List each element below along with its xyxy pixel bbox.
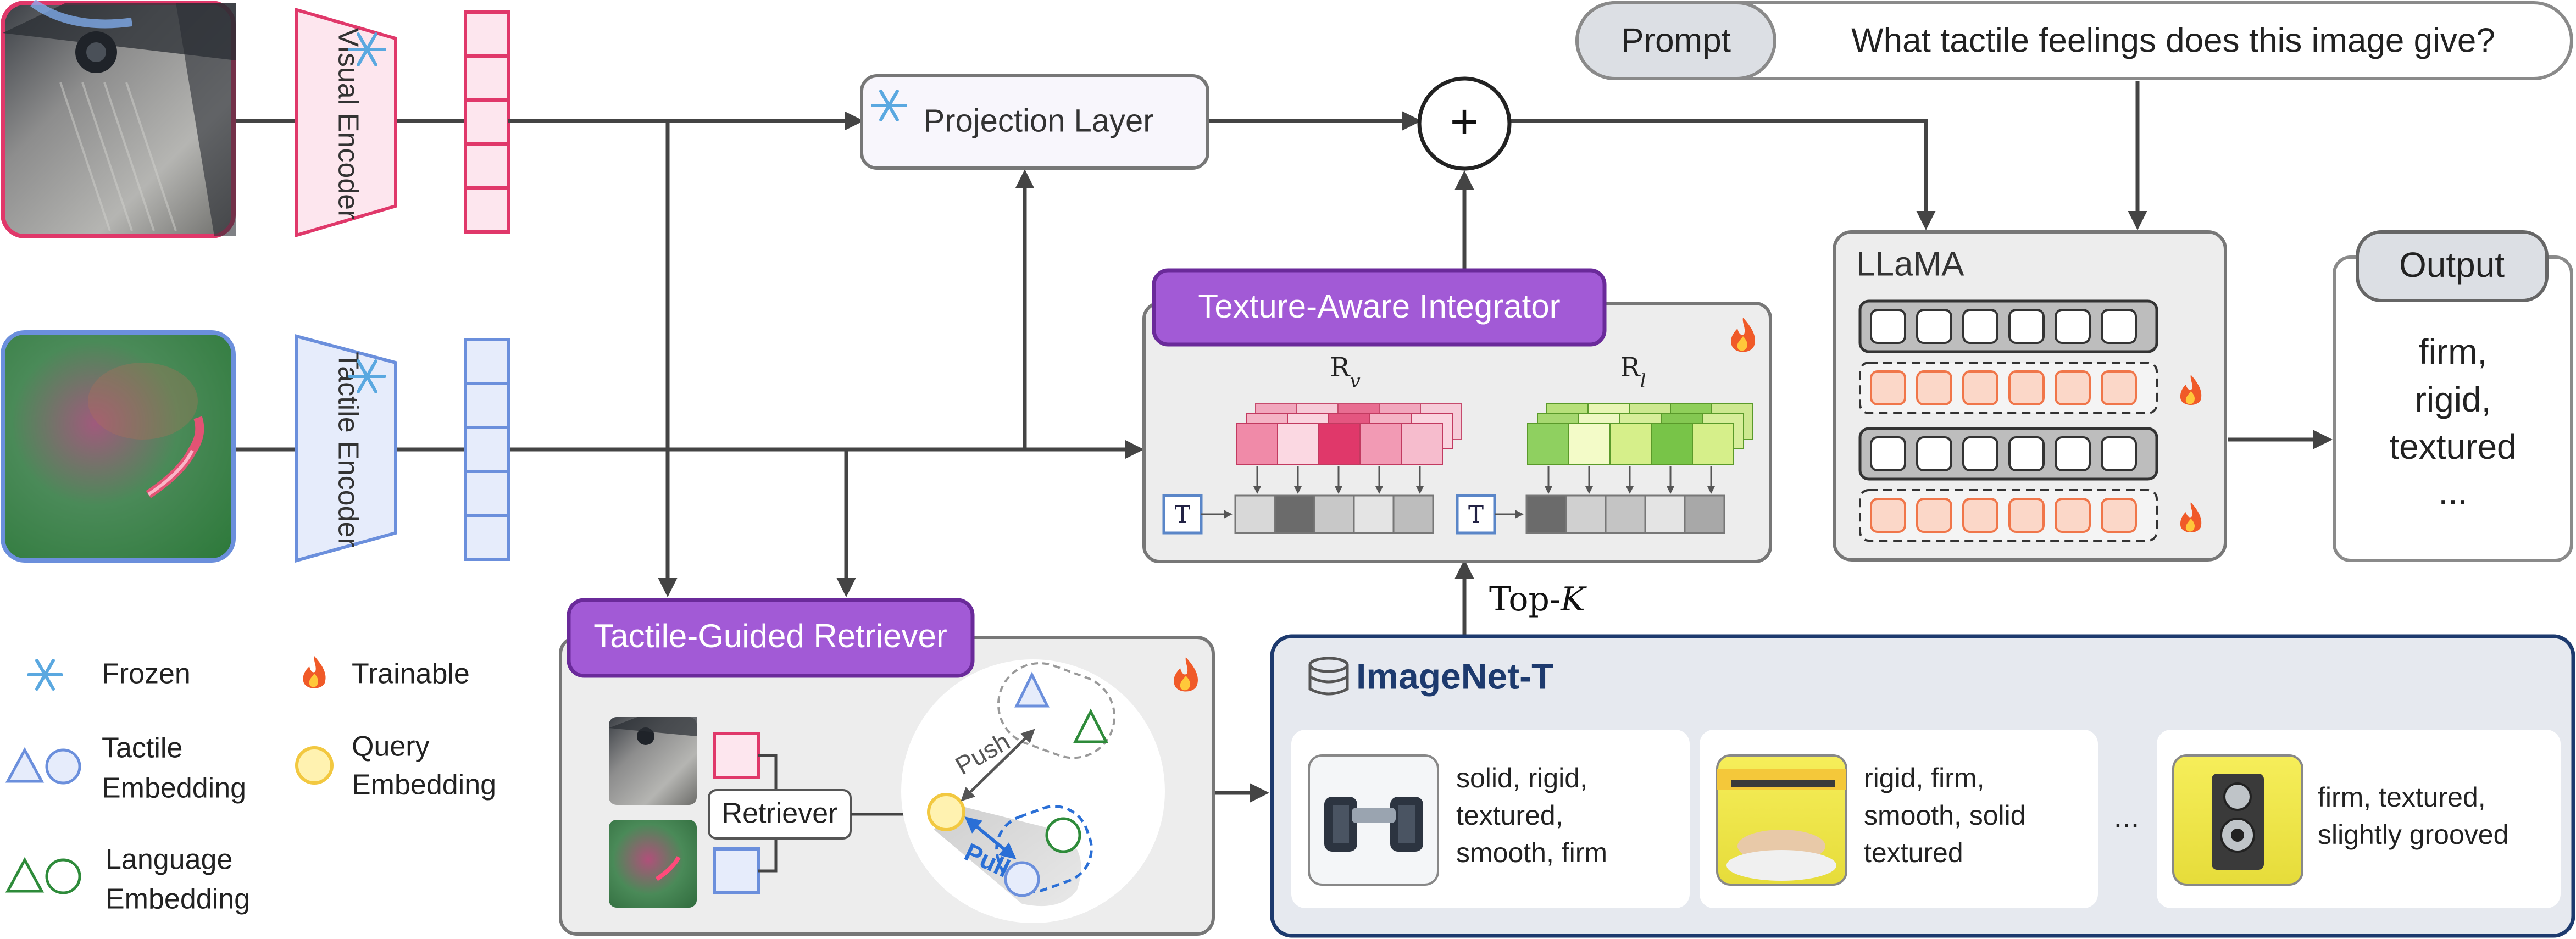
prompt-text: What tactile feelings does this image gi… [1851, 21, 2495, 59]
retriever-title: Tactile-Guided Retriever [593, 618, 947, 654]
output-line-4: ... [2438, 472, 2467, 512]
card-1-line-2: textured, [1456, 800, 1563, 831]
imagenet-ellipsis: ... [2114, 799, 2140, 834]
rl-label: Rl [1620, 352, 1646, 392]
tactile-encoder: Tactile Encoder [295, 334, 397, 563]
legend-frozen: Frozen [102, 658, 191, 690]
query-embedding-icon [295, 746, 334, 785]
tactile-token-stack [464, 338, 510, 561]
integrator-title: Texture-Aware Integrator [1198, 288, 1560, 325]
legend-tactile-line-2: Embedding [102, 773, 246, 804]
rv-tensor [1236, 403, 1462, 465]
snowflake-icon [348, 359, 386, 393]
dumbbell-image [1308, 754, 1439, 886]
visual-encoder: Visual Encoder [295, 8, 397, 238]
sum-node: + [1417, 76, 1512, 171]
visual-token-stack [464, 10, 510, 234]
card-1-line-3: smooth, firm [1456, 837, 1607, 868]
rl-aggregated-row [1525, 494, 1725, 534]
output-tag: Output [2399, 245, 2505, 285]
fire-icon [303, 656, 326, 688]
legend-query-line-2: Embedding [352, 769, 496, 801]
topk-label: Top-K [1489, 580, 1587, 619]
visual-encoder-label: Visual Encoder [332, 28, 364, 220]
projection-layer-label: Projection Layer [923, 103, 1153, 138]
rv-aggregated-row [1234, 494, 1434, 534]
card-2-line-2: smooth, solid [1864, 800, 2026, 831]
imagenet-title: ImageNet-T [1356, 655, 1553, 696]
database-icon [1308, 657, 1349, 696]
tactile-input-image [1, 330, 236, 563]
retriever-label: Retriever [722, 798, 838, 830]
fire-icon [2180, 375, 2202, 405]
output-line-1: firm, [2419, 332, 2487, 371]
fire-icon [1731, 318, 1755, 352]
snowflake-icon [27, 659, 63, 691]
card-2-line-3: textured [1864, 837, 1963, 868]
retriever-tactile-thumbnail [609, 820, 697, 908]
gym-image [1716, 754, 1847, 886]
rv-label: Rv [1330, 352, 1360, 392]
camera-image [2172, 754, 2303, 886]
token-label-l: T [1468, 501, 1484, 528]
output-block: Output firm, rigid, textured ... [2333, 230, 2573, 562]
retriever-visual-thumbnail [609, 717, 697, 805]
snowflake-icon [348, 32, 386, 66]
fire-icon [1174, 657, 1198, 692]
tactile-guided-retriever: Tactile-Guided Retriever Retriever [559, 598, 1215, 936]
tactile-embedding-icon [5, 747, 81, 785]
visual-input-image [1, 0, 236, 238]
token-label-v: T [1175, 501, 1190, 528]
llama-title: LLaMA [1856, 245, 1964, 283]
output-line-2: rigid, [2415, 380, 2491, 419]
legend: Frozen Trainable Tactile Embedding Query… [5, 656, 496, 915]
plus-symbol: + [1450, 95, 1479, 149]
output-line-3: textured [2389, 427, 2516, 466]
card-1-line-1: solid, rigid, [1456, 763, 1587, 793]
card-3-line-2: slightly grooved [2318, 819, 2508, 850]
card-2-line-1: rigid, firm, [1864, 763, 1984, 793]
prompt-bar: Prompt What tactile feelings does this i… [1575, 1, 2573, 80]
rl-tensor [1527, 403, 1753, 465]
card-3-line-1: firm, textured, [2318, 782, 2486, 813]
tactile-encoder-label: Tactile Encoder [332, 352, 364, 547]
legend-language-line-1: Language [106, 844, 232, 876]
projection-layer: Projection Layer [860, 74, 1209, 170]
fire-icon [2180, 502, 2202, 532]
connectors [78, 81, 2333, 803]
imagenet-t-panel: ImageNet-T solid, rigid, textured, smoot… [1270, 634, 2575, 938]
llama-block: LLaMA [1833, 230, 2227, 562]
legend-query-line-1: Query [352, 731, 430, 763]
legend-trainable: Trainable [352, 658, 470, 690]
legend-language-line-2: Embedding [106, 884, 250, 915]
snowflake-icon [871, 90, 907, 121]
language-embedding-icon [5, 857, 81, 894]
prompt-tag: Prompt [1621, 21, 1731, 59]
legend-tactile-line-1: Tactile [102, 732, 182, 764]
texture-aware-integrator: Texture-Aware Integrator Rv Rl [1142, 268, 1772, 563]
